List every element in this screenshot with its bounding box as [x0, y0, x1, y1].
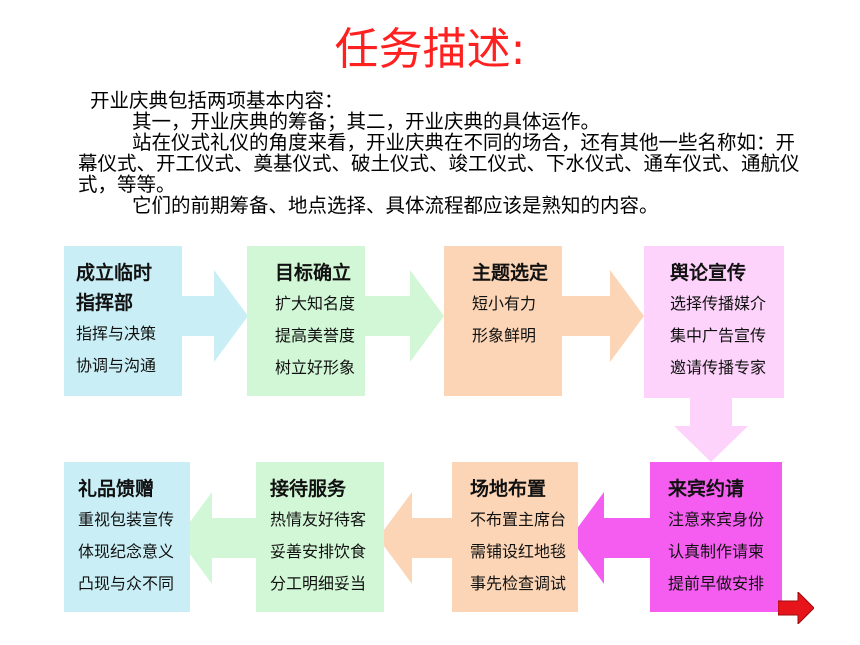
- right-arrow-icon[interactable]: [778, 592, 814, 624]
- step-item: 不布置主席台: [470, 510, 567, 529]
- flow-arrow-right-1: [168, 270, 248, 362]
- step-box-invitation: 来宾约请 注意来宾身份 认真制作请柬 提前早做安排: [650, 462, 782, 612]
- step-item: 重视包装宣传: [78, 510, 175, 529]
- page-title: 任务描述:: [334, 24, 526, 75]
- step-item: 邀请传播专家: [670, 358, 767, 377]
- step-title: 主题选定: [472, 262, 549, 284]
- arrow-shape: [178, 492, 256, 584]
- next-arrow-shape: [778, 592, 814, 624]
- arrow-shape: [674, 396, 748, 462]
- step-title: 场地布置: [470, 478, 547, 500]
- intro-paragraph-3: 站在仪式礼仪的角度来看，开业庆典在不同的场合，还有其他一些名称如：开幕仪式、开工…: [78, 131, 800, 196]
- intro-paragraph-2: 其一，开业庆典的筹备；其二，开业庆典的具体运作。: [132, 110, 601, 133]
- step-title: 礼品馈赠: [78, 478, 155, 500]
- step-item: 提高美誉度: [275, 326, 356, 345]
- step-title: 目标确立: [275, 262, 352, 284]
- step-item: 事先检查调试: [470, 574, 567, 593]
- step-title-line-2: 指挥部: [76, 292, 134, 314]
- arrow-shape: [560, 270, 644, 362]
- step-title: 舆论宣传: [670, 262, 747, 284]
- step-item: 提前早做安排: [668, 574, 765, 593]
- step-item: 凸现与众不同: [78, 574, 175, 593]
- flow-arrow-down: [674, 396, 748, 462]
- step-item: 热情友好待客: [270, 510, 367, 529]
- step-item: 需铺设红地毯: [470, 542, 567, 561]
- step-item: 集中广告宣传: [670, 326, 767, 345]
- step-item: 注意来宾身份: [668, 510, 765, 529]
- step-box-gifts: 礼品馈赠 重视包装宣传 体现纪念意义 凸现与众不同: [64, 462, 190, 612]
- step-box-reception: 接待服务 热情友好待客 妥善安排饮食 分工明细妥当: [256, 462, 384, 612]
- step-box-publicity: 舆论宣传 选择传播媒介 集中广告宣传 邀请传播专家: [644, 246, 784, 398]
- arrow-shape: [570, 492, 652, 584]
- step-item: 选择传播媒介: [670, 294, 767, 313]
- step-box-venue: 场地布置 不布置主席台 需铺设红地毯 事先检查调试: [452, 462, 578, 612]
- step-item: 扩大知名度: [275, 294, 356, 313]
- flow-arrow-left-2: [378, 492, 456, 584]
- intro-text: 开业庆典包括两项基本内容： 其一，开业庆典的筹备；其二，开业庆典的具体运作。 站…: [78, 89, 810, 217]
- arrow-shape: [168, 270, 248, 362]
- arrow-shape: [362, 270, 444, 362]
- step-item: 体现纪念意义: [78, 542, 175, 561]
- step-item: 分工明细妥当: [270, 574, 367, 593]
- step-title: 成立临时: [76, 262, 153, 284]
- step-title: 接待服务: [270, 478, 347, 500]
- intro-paragraph-1: 开业庆典包括两项基本内容：: [90, 89, 344, 112]
- step-title: 来宾约请: [668, 478, 745, 500]
- arrow-shape: [378, 492, 456, 584]
- step-item: 妥善安排饮食: [270, 542, 367, 561]
- step-item: 指挥与决策: [76, 324, 157, 343]
- flow-arrow-right-3: [560, 270, 644, 362]
- intro-paragraph-4: 它们的前期筹备、地点选择、具体流程都应该是熟知的内容。: [132, 194, 659, 217]
- step-item: 形象鲜明: [472, 326, 537, 345]
- step-item: 树立好形象: [275, 358, 356, 377]
- step-box-theme: 主题选定 短小有力 形象鲜明: [444, 246, 562, 396]
- step-box-command-post: 成立临时 指挥部 指挥与决策 协调与沟通: [64, 246, 182, 396]
- step-item: 认真制作请柬: [668, 542, 765, 561]
- step-item: 短小有力: [472, 294, 537, 313]
- flow-arrow-right-2: [362, 270, 444, 362]
- step-box-goal: 目标确立 扩大知名度 提高美誉度 树立好形象: [247, 246, 365, 396]
- step-item: 协调与沟通: [76, 356, 157, 375]
- flow-arrow-left-3: [178, 492, 256, 584]
- flow-arrow-left-1: [570, 492, 652, 584]
